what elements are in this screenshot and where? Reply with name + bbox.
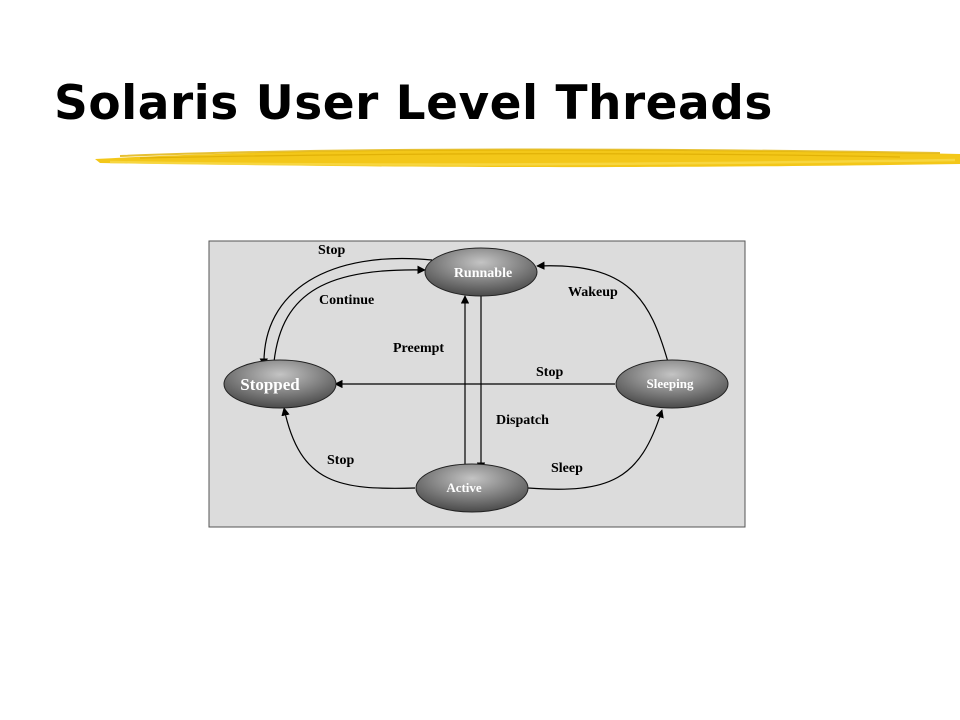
edge-label-dispatch: Dispatch — [496, 413, 549, 428]
state-active-label: Active — [446, 480, 482, 495]
edge-wakeup-sleeping-to-runnable — [536, 261, 669, 363]
state-runnable-label: Runnable — [454, 266, 512, 281]
edge-stop-runnable-to-stopped — [259, 257, 433, 367]
edge-continue-stopped-to-runnable — [273, 265, 426, 363]
slide-title: Solaris User Level Threads — [54, 76, 773, 131]
edge-stop-active-to-stopped — [281, 407, 416, 489]
edge-label-wakeup: Wakeup — [568, 285, 618, 300]
edge-label-stop-bottom: Stop — [327, 453, 354, 468]
state-runnable: Runnable — [424, 247, 538, 297]
edge-label-continue: Continue — [319, 293, 374, 308]
edge-label-stop-top: Stop — [318, 243, 345, 258]
state-sleeping-label: Sleeping — [647, 376, 694, 391]
state-active: Active — [415, 463, 529, 513]
state-stopped: Stopped — [223, 359, 337, 409]
state-sleeping: Sleeping — [615, 359, 729, 409]
edge-sleep-active-to-sleeping — [527, 409, 664, 490]
edge-label-stop-middle: Stop — [536, 365, 563, 380]
state-stopped-label: Stopped — [240, 375, 300, 394]
edge-label-preempt: Preempt — [393, 341, 444, 356]
edge-label-sleep: Sleep — [551, 461, 583, 476]
